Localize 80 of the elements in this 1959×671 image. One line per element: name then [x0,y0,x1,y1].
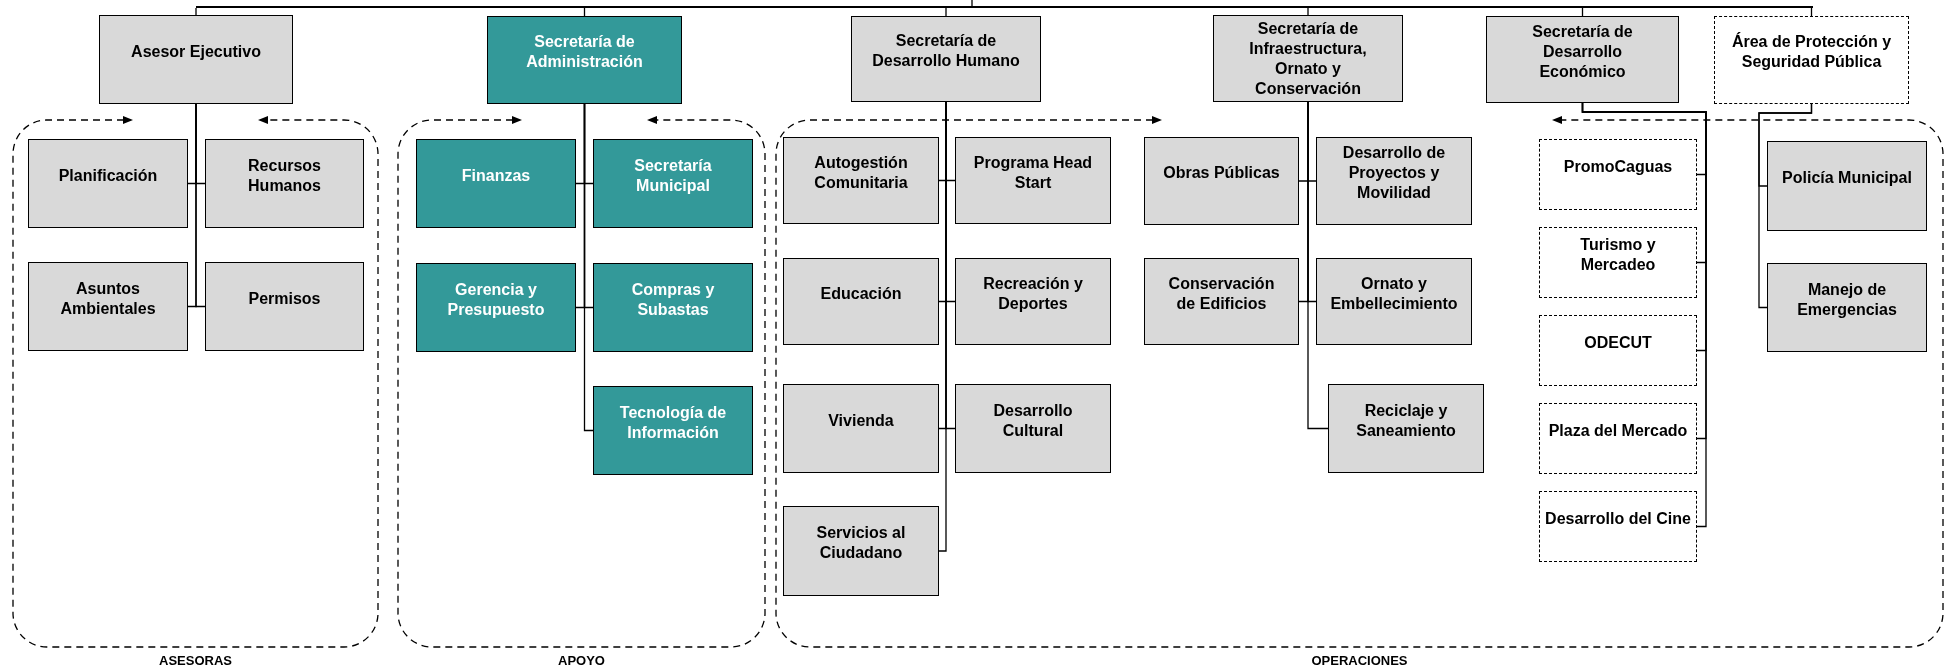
unit-box [1539,139,1697,210]
connector-line [195,7,197,16]
node-text: Desarrollo del Cine [1545,508,1691,529]
unit-box [1539,227,1697,298]
node-text: Desarrollo Cultural [992,400,1074,441]
unit-box [1144,137,1299,225]
unit-box [1316,258,1472,345]
connector-line [195,103,206,308]
node-text: PromoCaguas [1563,156,1673,177]
node-text: Asesor Ejecutivo [131,41,261,62]
node-text: Desarrollo de Proyectos y Movilidad [1341,143,1447,203]
department-box [851,16,1041,102]
node-text: Secretaría de Desarrollo Humano [871,31,1021,71]
node-text: Conservación de Edificios [1167,273,1276,314]
unit-box [783,137,939,224]
unit-box [1767,263,1927,352]
node-text: Programa Head Start [972,152,1094,193]
unit-box [955,137,1111,224]
unit-box [593,386,753,475]
unit-box [1539,403,1697,474]
unit-box [28,262,188,351]
node-text: Turismo y Mercadeo [1579,234,1657,275]
node-text: Permisos [248,288,321,309]
unit-box [1316,137,1472,225]
unit-box [205,139,364,228]
node-text: Vivienda [828,410,894,431]
connector-line [945,7,947,17]
connector-line [583,103,594,432]
unit-box [783,384,939,473]
node-text: Policía Municipal [1782,168,1912,188]
connector-bus-bar [196,6,1813,8]
node-text: Secretaría Municipal [633,155,713,196]
department-box [1714,16,1909,104]
group-label: ASESORAS [159,653,232,668]
connector-line [1758,103,1813,309]
node-text: Tecnología de Información [618,402,728,443]
unit-box [783,258,939,345]
department-box [99,15,293,104]
unit-box [593,263,753,352]
node-text: Recursos Humanos [247,155,322,196]
node-text: Autogestión Comunitaria [813,152,909,193]
node-text: Recreación y Deportes [982,273,1084,314]
connector-line [1307,7,1309,16]
node-text: Asuntos Ambientales [59,278,157,319]
unit-box [955,384,1111,473]
unit-box [593,139,753,228]
unit-box [1539,491,1697,562]
node-text: Finanzas [461,165,531,186]
node-text: Plaza del Mercado [1548,420,1688,441]
node-text: Secretaría de Administración [525,32,644,72]
node-text: Ornato y Embellecimiento [1330,273,1458,314]
department-box [1213,15,1403,102]
unit-box [955,258,1111,345]
unit-box [1767,141,1927,231]
department-box [487,16,682,104]
node-text: ODECUT [1584,332,1652,353]
unit-box [1144,258,1299,345]
connector-line [1581,102,1707,528]
group-label: APOYO [558,653,605,668]
node-text: Secretaría de Desarrollo Económico [1531,21,1634,82]
node-text: Obras Públicas [1163,163,1280,183]
node-text: Manejo de Emergencias [1796,279,1898,320]
unit-box [416,139,576,228]
connector-line [971,0,973,7]
node-text: Servicios al Ciudadano [815,523,907,563]
unit-box [205,262,364,351]
node-text: Educación [820,283,902,304]
group-label: OPERACIONES [1311,653,1408,668]
node-text: Área de Protección y Seguridad Pública [1730,32,1893,72]
unit-box [416,263,576,352]
unit-box [783,506,939,596]
unit-box [1328,384,1484,473]
node-text: Gerencia y Presupuesto [446,279,546,320]
department-box [1486,16,1679,103]
unit-box [1539,315,1697,386]
unit-box [28,139,188,228]
node-text: Planificación [58,165,158,186]
node-text: Secretaría de Infraestructura, Ornato y Conservación [1248,18,1368,99]
node-text: Reciclaje y Saneamiento [1355,400,1457,441]
node-text: Compras y Subastas [630,279,716,320]
